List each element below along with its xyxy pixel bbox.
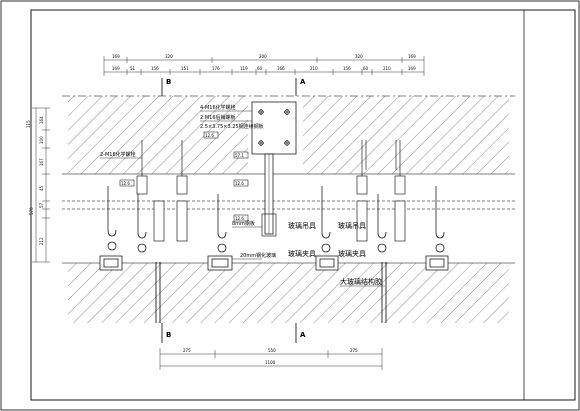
- section-b-top: B: [166, 78, 171, 86]
- label-glass-clamp-2: 玻璃夹具: [338, 249, 366, 258]
- dim-sub-1: 169: [112, 66, 120, 71]
- embed-bolt-symbols: [258, 109, 290, 146]
- lower-slab-hatch: [68, 263, 509, 323]
- dim-top-5: 169: [408, 54, 416, 59]
- dim-left-7: 212: [39, 237, 44, 245]
- dim-top-2: 320: [165, 54, 173, 59]
- top-dim-text: 169 320 200 320 169 169 51 156 151 176 1…: [112, 54, 416, 71]
- tag-2: 12.6: [235, 181, 244, 186]
- glass-clamps: [99, 255, 449, 271]
- dim-sub-8: 166: [277, 66, 285, 71]
- dim-left-1: 115: [26, 120, 31, 128]
- dim-top-1: 169: [112, 54, 120, 59]
- label-chem-anchor: 2-M16化学螺栓: [100, 151, 136, 158]
- label-mesh-note: 8mm钢板: [232, 220, 255, 227]
- tag-5: 57.1: [235, 153, 244, 158]
- dim-left-2: 164: [39, 116, 44, 124]
- left-dimensions: [32, 107, 50, 263]
- leader-lines: [100, 110, 385, 287]
- top-dimensions: [103, 56, 425, 76]
- hanger-assemblies: [136, 140, 406, 242]
- dim-top-3: 200: [259, 54, 267, 59]
- dim-left-4: 167: [39, 158, 44, 166]
- dim-bottom-1: 275: [183, 348, 191, 353]
- dim-bottom-total: 1100: [265, 360, 276, 365]
- label-glass-clamp-1: 玻璃夹具: [288, 249, 316, 258]
- tag-boxes: [119, 131, 249, 222]
- dim-left-6: 57: [39, 202, 44, 208]
- glass-fins: [155, 262, 387, 323]
- tag-4: 12.6: [205, 133, 214, 138]
- dim-sub-5: 176: [212, 66, 220, 71]
- dim-top-4: 320: [355, 54, 363, 59]
- dim-sub-6: 119: [240, 66, 248, 71]
- dim-sub-9: 210: [310, 66, 318, 71]
- connection-plate: [261, 213, 277, 237]
- label-embed-plate: 2:M16后铺螺板: [200, 114, 236, 121]
- bottom-dimensions: [159, 348, 383, 370]
- dim-bottom-3: 275: [350, 348, 358, 353]
- section-b-bottom: B: [166, 331, 171, 339]
- section-a-top: A: [300, 78, 306, 86]
- left-dim-text: 115 164 100 167 45 57 212 570: [26, 116, 44, 245]
- dim-left-5: 45: [39, 185, 44, 191]
- dim-sub-13: 169: [408, 66, 416, 71]
- section-a-bottom: A: [300, 331, 306, 339]
- dim-sub-11: 60: [363, 66, 369, 71]
- dim-sub-7: 60: [257, 66, 263, 71]
- inner-frame: [30, 9, 576, 401]
- section-cut-lines: [161, 78, 297, 343]
- tag-3: 12.6: [235, 216, 244, 221]
- dim-bottom-2: 550: [268, 348, 276, 353]
- dim-sub-10: 156: [343, 66, 351, 71]
- label-glass-hanger-1: 玻璃吊具: [288, 221, 316, 230]
- label-big-glass: 大玻璃结构胶: [340, 277, 382, 286]
- dim-left-total: 570: [29, 207, 34, 215]
- dim-left-3: 100: [39, 136, 44, 144]
- glass-hooks: [107, 186, 445, 253]
- label-glass-hanger-2: 玻璃吊具: [338, 221, 366, 230]
- tag-1: 12.6: [121, 181, 130, 186]
- dim-sub-4: 151: [181, 66, 189, 71]
- label-steel-plate: 2.5×3.75×3.25钢连续钢板: [200, 123, 264, 130]
- dim-sub-12: 210: [383, 66, 391, 71]
- dim-sub-3: 156: [151, 66, 159, 71]
- dim-sub-2: 51: [130, 66, 136, 71]
- label-glass-note: 20mm钢化玻璃: [240, 252, 276, 259]
- label-anchor-bolt: 4-M16化学螺栓: [200, 104, 236, 111]
